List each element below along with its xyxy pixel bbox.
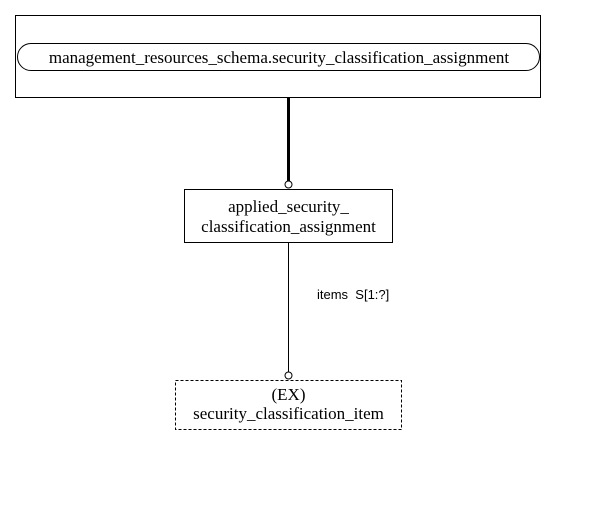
entity-box-frame: [184, 189, 393, 243]
external-item-box-frame: [175, 380, 402, 430]
items-relationship-label: items S[1:?]: [317, 287, 389, 302]
schema-box-frame: [15, 15, 541, 98]
schema-name-pill: [17, 43, 540, 71]
schema-name-label: management_resources_schema.security_cla…: [49, 48, 510, 67]
entity-name-line1: applied_security_: [228, 197, 349, 216]
external-item-name: security_classification_item: [193, 404, 384, 423]
external-item-tag: (EX): [272, 385, 306, 404]
external-item-box: (EX) security_classification_item: [175, 380, 402, 430]
items-relationship-end-circle: [284, 371, 293, 380]
entity-name-line2: classification_assignment: [201, 217, 376, 236]
schema-connector-end-circle: [284, 180, 293, 189]
entity-box: applied_security_ classification_assignm…: [184, 189, 393, 243]
schema-box: management_resources_schema.security_cla…: [15, 15, 541, 98]
